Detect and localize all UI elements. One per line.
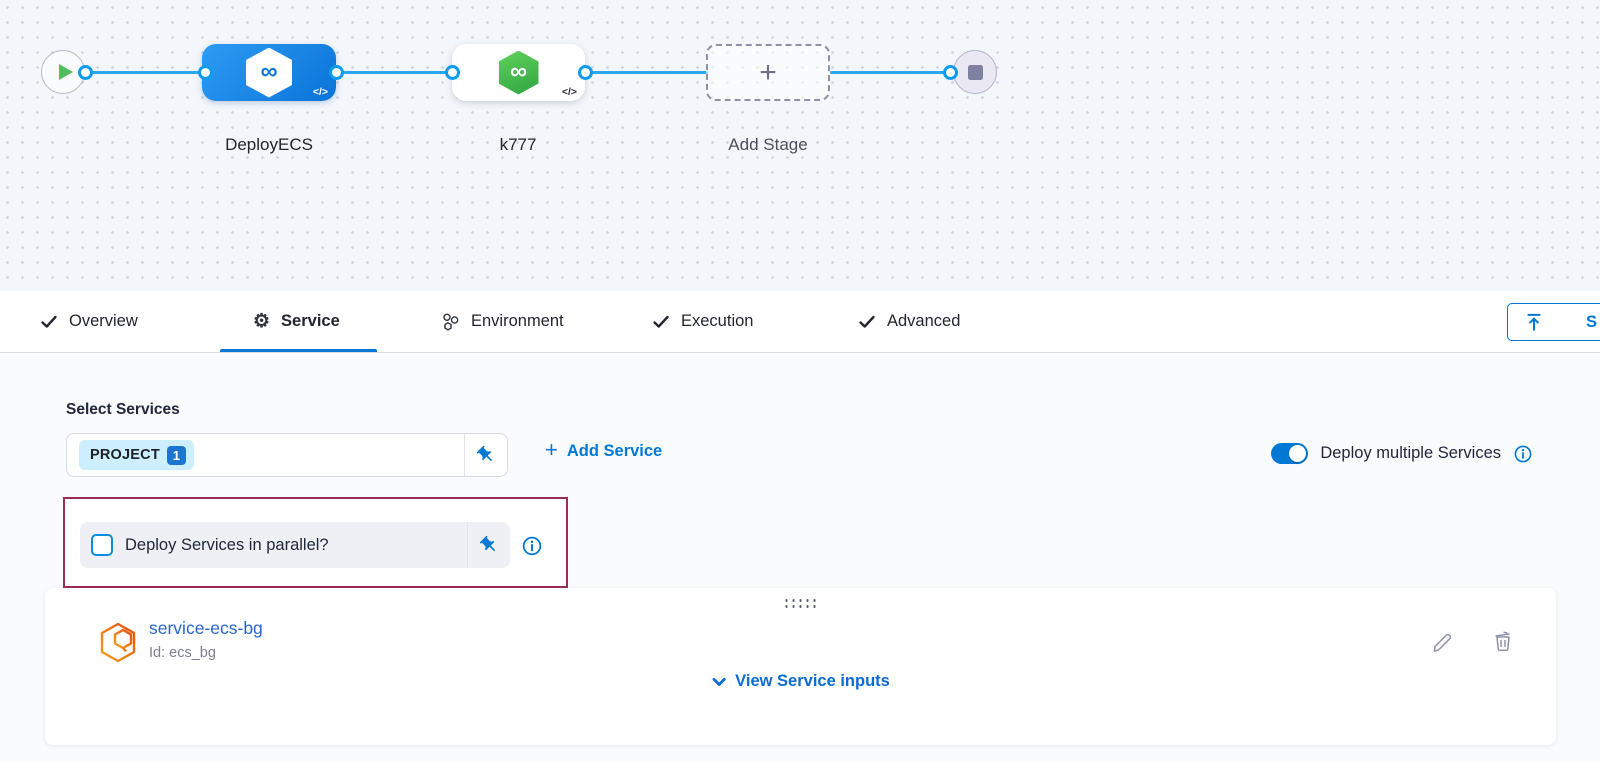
info-icon[interactable] [1513, 444, 1533, 464]
connector-point[interactable] [77, 64, 93, 80]
tab-service[interactable]: ⚙ Service [220, 291, 377, 352]
stage-label-k777: k777 [499, 135, 537, 154]
save-button-label: S [1586, 312, 1598, 331]
tab-label: Service [281, 312, 340, 330]
check-icon [41, 315, 57, 328]
check-icon [859, 315, 875, 328]
code-badge: </> [561, 86, 577, 98]
parallel-checkbox-label: Deploy Services in parallel? [125, 535, 329, 554]
plus-icon: + [759, 55, 777, 89]
pencil-icon [1433, 633, 1452, 652]
tab-label: Overview [69, 312, 138, 330]
deploy-multiple-toggle[interactable] [1271, 443, 1309, 464]
view-service-inputs-link[interactable]: View Service inputs [711, 672, 890, 691]
service-id-text: Id: ecs_bg [149, 645, 216, 661]
connector-point[interactable] [197, 64, 213, 80]
pin-runtime-input-button[interactable] [464, 434, 507, 476]
infinity-glyph: ∞ [260, 57, 278, 85]
pipeline-edge [830, 70, 952, 74]
parallel-checkbox-field[interactable]: Deploy Services in parallel? [80, 522, 510, 568]
service-tab-panel: Select Services PROJECT 1 + Add Service … [0, 354, 1600, 762]
service-card: service-ecs-bg Id: ecs_bg [45, 588, 1556, 745]
pin-icon [476, 445, 492, 461]
harness-deploy-icon: ∞ [246, 47, 292, 98]
harness-deploy-icon: ∞ [498, 50, 539, 95]
upload-icon [1527, 313, 1541, 331]
connector-point[interactable] [942, 64, 958, 80]
service-chip-label: PROJECT [90, 447, 160, 463]
service-name-link[interactable]: service-ecs-bg [149, 618, 263, 638]
select-services-input[interactable]: PROJECT 1 [66, 433, 508, 477]
code-badge: </> [312, 86, 328, 98]
toggle-knob [1289, 445, 1307, 462]
save-button[interactable]: S [1507, 303, 1600, 341]
environment-cluster-icon [443, 313, 459, 331]
tab-environment[interactable]: Environment [440, 291, 564, 352]
stage-label-add-stage: Add Stage [728, 135, 808, 154]
add-stage-button[interactable]: + [706, 44, 830, 101]
pipeline-canvas[interactable]: ∞ </> ∞ </> + DeployECS k777 Add Stage [0, 0, 1600, 291]
tab-label: Environment [471, 312, 564, 330]
connector-point[interactable] [328, 64, 344, 80]
deploy-multiple-label: Deploy multiple Services [1320, 444, 1501, 462]
stop-icon [967, 64, 983, 80]
select-services-label: Select Services [66, 401, 180, 418]
pipeline-edge [85, 70, 207, 74]
pin-icon [479, 535, 495, 551]
service-chip[interactable]: PROJECT 1 [79, 440, 194, 470]
service-icon [100, 622, 136, 663]
drag-handle-icon[interactable] [785, 599, 816, 608]
view-service-inputs-label: View Service inputs [735, 672, 890, 690]
tab-label: Advanced [887, 312, 961, 330]
service-count-badge: 1 [166, 445, 186, 465]
connector-point[interactable] [577, 64, 593, 80]
pipeline-end-node[interactable] [953, 50, 997, 94]
add-service-button[interactable]: + Add Service [545, 437, 663, 462]
pipeline-edge [336, 70, 454, 74]
tab-overview[interactable]: Overview [40, 291, 138, 352]
stage-label-deployecs: DeployECS [225, 135, 313, 154]
infinity-glyph: ∞ [509, 57, 528, 85]
parallel-checkbox[interactable] [91, 534, 113, 556]
tab-label: Execution [681, 312, 754, 330]
tab-execution[interactable]: Execution [652, 291, 753, 352]
add-service-label: Add Service [566, 441, 663, 460]
plus-icon: + [545, 437, 558, 462]
stage-config-tabbar: Overview ⚙ Service Environment Execution… [0, 291, 1600, 353]
delete-service-button[interactable] [1490, 628, 1516, 654]
gear-icon: ⚙ [253, 311, 271, 332]
pin-runtime-input-button[interactable] [467, 522, 510, 568]
tab-advanced[interactable]: Advanced [858, 291, 960, 352]
stage-node-k777[interactable]: ∞ </> [452, 44, 585, 101]
check-icon [653, 315, 669, 328]
connector-point[interactable] [444, 64, 460, 80]
play-icon [58, 64, 73, 80]
deploy-multiple-row: Deploy multiple Services [1271, 443, 1533, 464]
stage-node-deployecs[interactable]: ∞ </> [202, 44, 336, 101]
pipeline-edge [585, 70, 708, 74]
trash-icon [1495, 631, 1510, 651]
info-icon[interactable] [521, 535, 543, 557]
chevron-down-icon [712, 677, 726, 686]
edit-service-button[interactable] [1429, 628, 1455, 654]
parallel-option-highlight: Deploy Services in parallel? [63, 497, 568, 588]
